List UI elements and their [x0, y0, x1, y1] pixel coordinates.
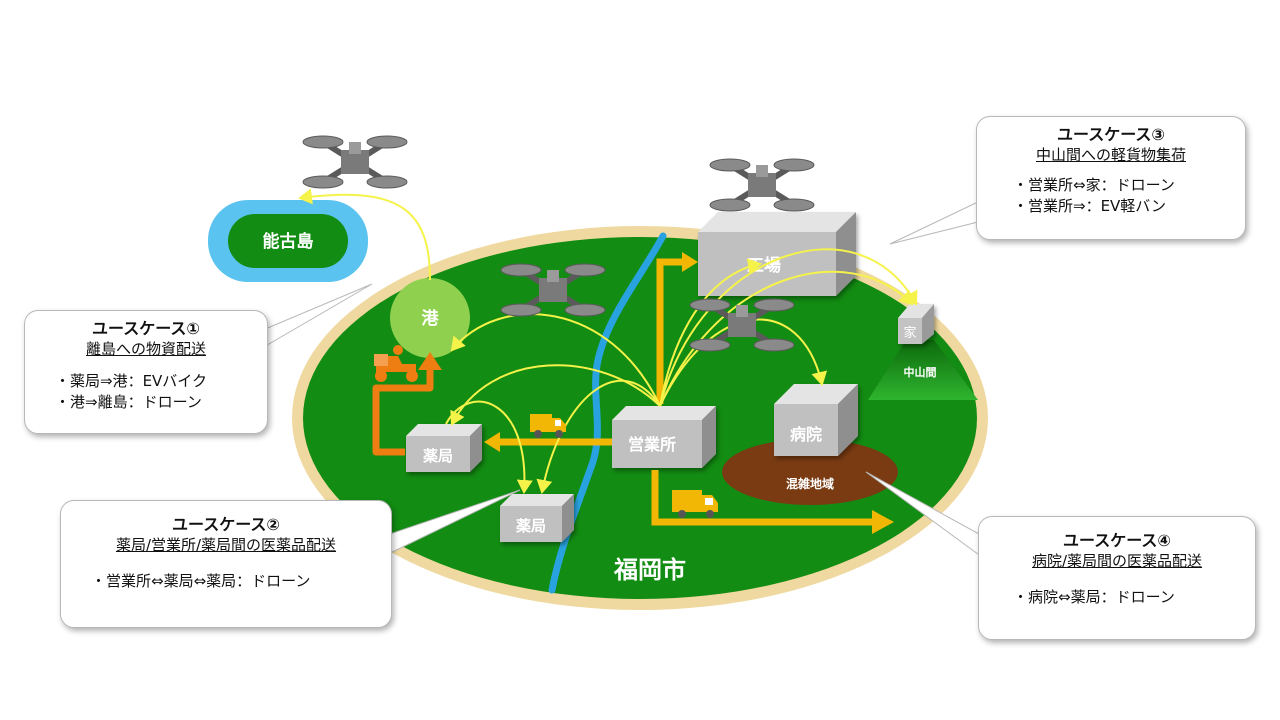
drone-icon: [500, 263, 606, 317]
callout3-pointer: [889, 199, 987, 245]
congested-label: 混雑地域: [786, 476, 834, 491]
hospital-building: 病院: [774, 384, 858, 456]
congested-area: 混雑地域: [722, 439, 898, 505]
port-label: 港: [422, 308, 440, 329]
delivery-van-icon: [530, 414, 566, 438]
mountain-area: 中山間: [868, 340, 978, 400]
van-route-to-hospital: [651, 470, 874, 526]
use-case-4-title: ユースケース④: [1063, 531, 1171, 550]
use-case-1-line: ・港⇒離島：ドローン: [55, 393, 202, 411]
drone-icon: [689, 298, 795, 352]
drone-route-office-house-2: [659, 270, 914, 407]
van-route-to-hospital-arrowhead: [872, 510, 894, 534]
drone-route-pharmacy1-pharmacy2: [445, 400, 533, 494]
use-case-3-callout: ユースケース③ 中山間への軽貨物集荷 ・営業所⇔家：ドローン ・営業所⇒：EV軽…: [976, 116, 1246, 240]
drone-route-office-pharmacy1: [450, 364, 661, 426]
drone-route-office-pharmacy2: [536, 379, 661, 494]
use-case-2-subtitle: 薬局/営業所/薬局間の医薬品配送: [115, 536, 337, 554]
use-case-3-title: ユースケース③: [1057, 125, 1165, 144]
use-case-3-line: ・営業所⇒：EV軽バン: [1013, 197, 1167, 215]
use-case-1-callout: ユースケース① 離島への物資配送 ・薬局⇒港：EVバイク ・港⇒離島：ドローン: [24, 310, 268, 434]
mountain-label: 中山間: [904, 365, 937, 379]
use-case-3-subtitle: 中山間への軽貨物集荷: [1035, 146, 1186, 164]
office-building: 営業所: [612, 406, 716, 468]
factory-building: 工場: [698, 212, 856, 296]
hospital-label: 病院: [790, 425, 822, 444]
pharmacy-building-2: 薬局: [500, 494, 574, 542]
van-route-to-factory-arrowhead: [682, 252, 698, 272]
office-label: 営業所: [628, 435, 676, 454]
drone-route-office-house-1: [659, 248, 918, 407]
drone-icon: [302, 135, 408, 189]
use-case-2-line: ・営業所⇔薬局⇔薬局：ドローン: [91, 572, 311, 590]
delivery-van-icon: [672, 490, 718, 518]
house-label: 家: [903, 325, 916, 341]
ev-bike-route: [372, 368, 434, 456]
use-case-2-callout: ユースケース② 薬局/営業所/薬局間の医薬品配送 ・営業所⇔薬局⇔薬局：ドローン: [60, 500, 392, 628]
pharmacy2-label: 薬局: [515, 517, 546, 535]
port: 港: [390, 278, 470, 358]
drone-icon: [709, 158, 815, 212]
house: 家: [898, 304, 934, 344]
use-case-1-title: ユースケース①: [92, 319, 200, 338]
drone-route-office-port: [450, 313, 661, 407]
city-label: 福岡市: [613, 556, 686, 584]
drone-route-port-island: [298, 188, 431, 281]
use-case-4-subtitle: 病院/薬局間の医薬品配送: [1031, 552, 1203, 570]
use-case-4-line: ・病院⇔薬局：ドローン: [1013, 588, 1175, 606]
van-route-to-pharmacy-arrowhead: [484, 432, 500, 452]
ev-bike-route-arrowhead: [418, 352, 442, 370]
pharmacy-building-1: 薬局: [406, 424, 482, 472]
use-case-3-line: ・営業所⇔家：ドローン: [1013, 176, 1175, 194]
use-case-4-callout: ユースケース④ 病院/薬局間の医薬品配送 ・病院⇔薬局：ドローン: [978, 516, 1256, 640]
use-case-2-title: ユースケース②: [172, 515, 280, 534]
pharmacy1-label: 薬局: [422, 447, 453, 465]
van-route-to-factory: [656, 258, 684, 404]
use-case-1-subtitle: 離島への物資配送: [85, 340, 206, 358]
ev-bike-icon: [374, 345, 418, 382]
nokonoshima-island: 能古島: [208, 200, 368, 282]
island-label: 能古島: [263, 231, 314, 252]
use-case-1-line: ・薬局⇒港：EVバイク: [55, 372, 208, 390]
